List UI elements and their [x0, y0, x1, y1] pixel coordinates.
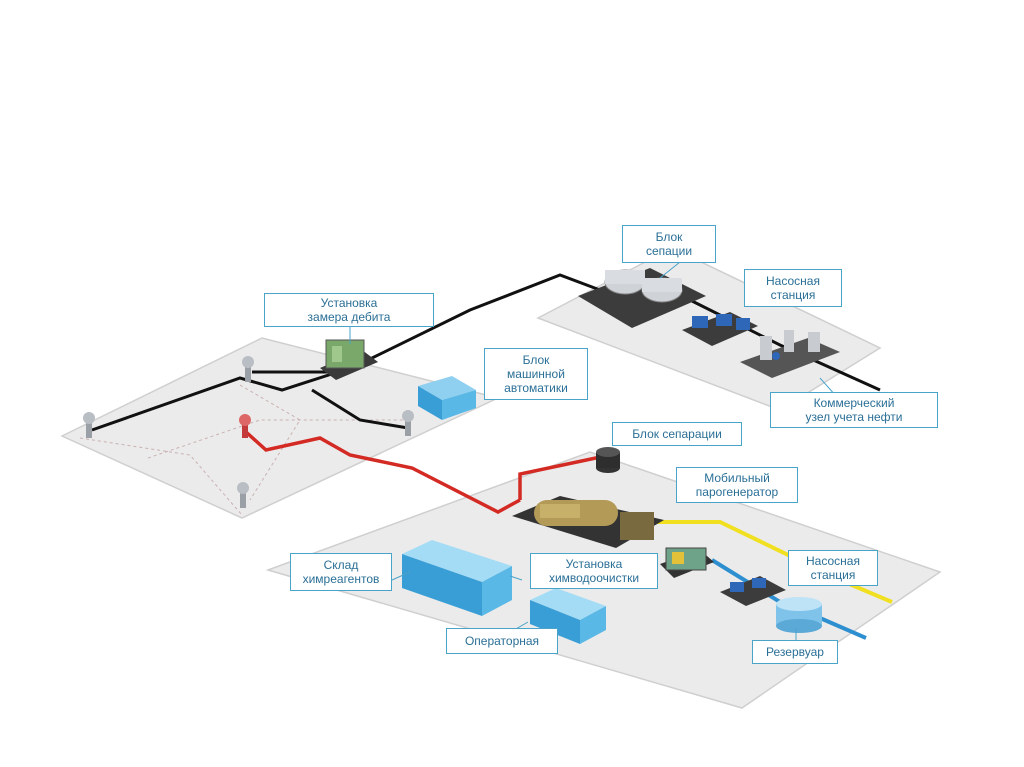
separation-drum-icon [596, 447, 620, 473]
label-pump-station-bottom: Насосная станция [788, 550, 878, 586]
label-separation-bottom: Блок сепарации [612, 422, 742, 446]
automation-block-icon [418, 376, 476, 420]
wellhead-icon [237, 482, 249, 508]
chem-storage-building-icon [402, 540, 512, 616]
wellhead-icon [242, 356, 254, 382]
pump-station-icon [682, 312, 758, 346]
label-water-treatment: Установка химводоочистки [530, 553, 658, 589]
label-chem-storage: Склад химреагентов [290, 553, 392, 591]
label-automation-block: Блок машинной автоматики [484, 348, 588, 400]
operator-room-building-icon [530, 588, 606, 644]
steam-line-riser [518, 453, 611, 500]
label-tank: Резервуар [752, 640, 838, 664]
wellhead-icon [83, 412, 95, 438]
well-pad-platform [60, 337, 501, 519]
label-pump-station-top: Насосная станция [744, 269, 842, 307]
pump-station-icon [720, 576, 786, 606]
commercial-metering-icon [740, 330, 840, 378]
label-meter-unit: Установка замера дебита [264, 293, 434, 327]
water-treatment-icon [660, 547, 714, 578]
label-commercial-metering: Коммерческий узел учета нефти [770, 392, 938, 428]
label-operator-room: Операторная [446, 628, 558, 654]
treated-water-line [652, 520, 893, 604]
steam-generator-icon [512, 496, 664, 548]
separation-block-icon [578, 268, 706, 328]
steam-line [244, 430, 521, 514]
meter-unit-icon [320, 339, 378, 380]
label-separation-top: Блок сепации [622, 225, 716, 263]
wellhead-icon [402, 410, 414, 436]
label-steam-generator: Мобильный парогенератор [676, 467, 798, 503]
wellhead-icon [239, 414, 251, 438]
tank-icon [776, 597, 822, 633]
